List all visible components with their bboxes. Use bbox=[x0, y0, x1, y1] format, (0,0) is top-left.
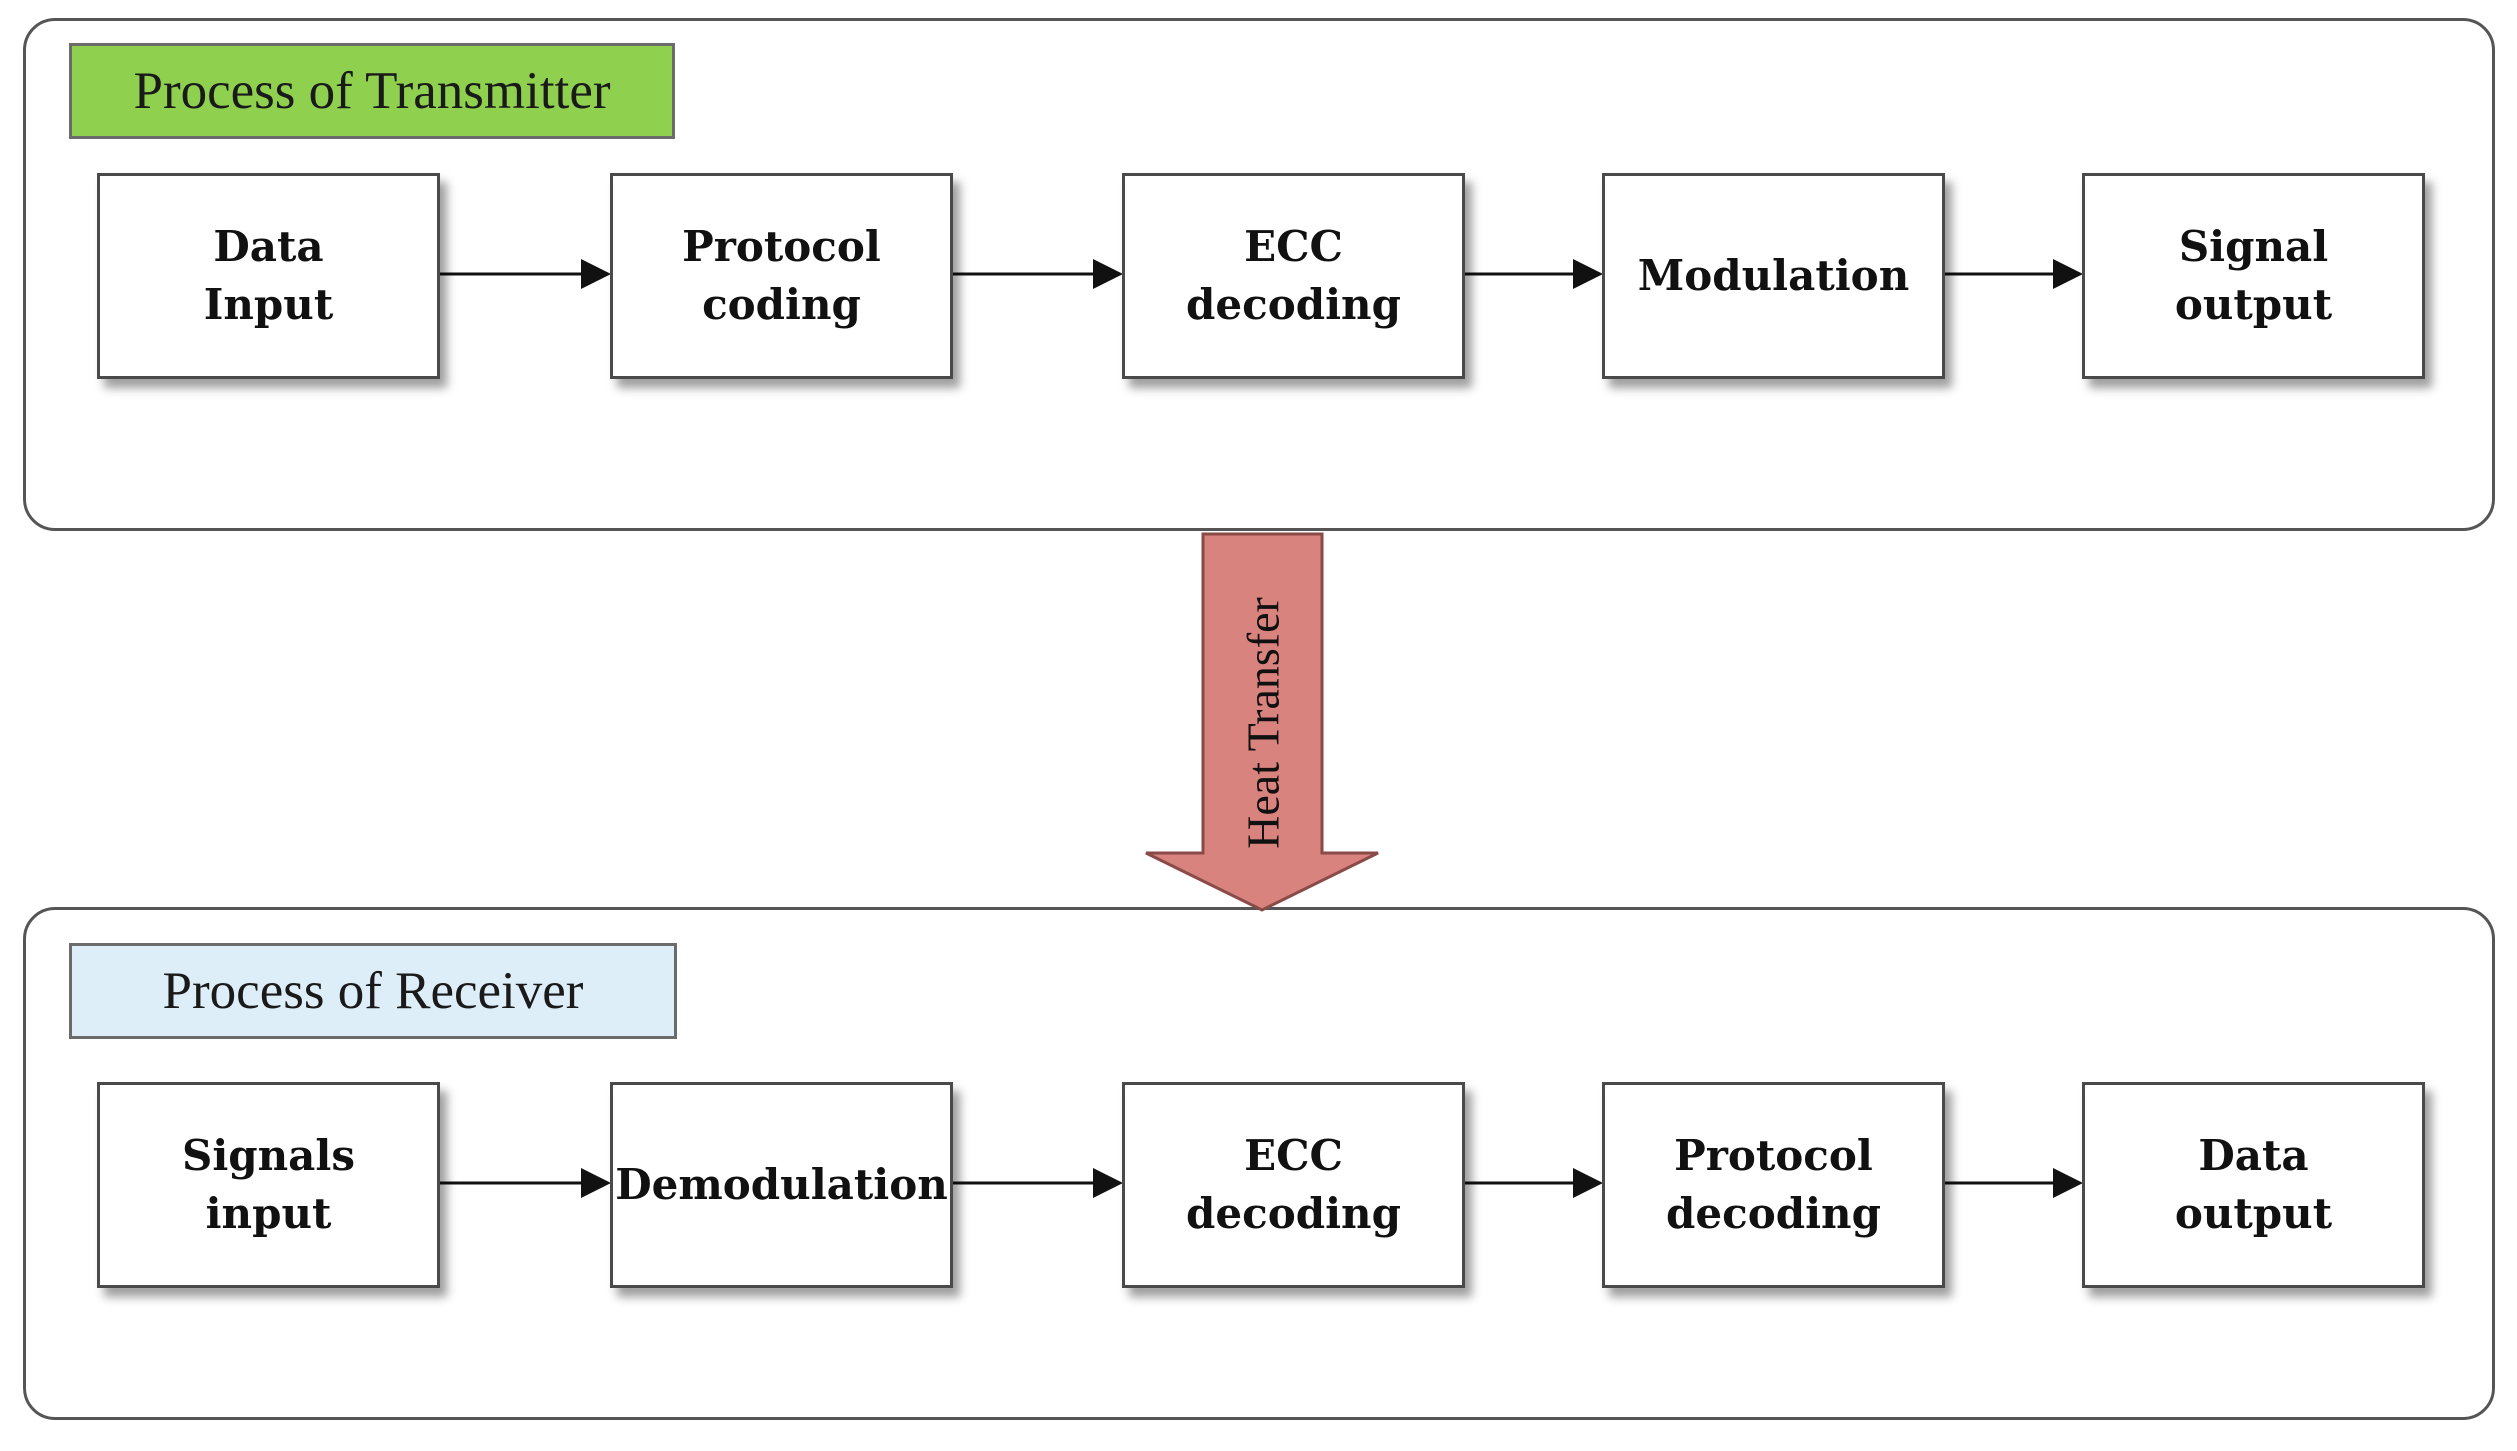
step-label-line: coding bbox=[702, 280, 861, 329]
step-label-line: Data bbox=[2198, 1131, 2309, 1180]
step-label-line: Protocol bbox=[1674, 1131, 1873, 1180]
step-label-line: output bbox=[2174, 1189, 2333, 1238]
transmitter-step-3: ECC decoding bbox=[1122, 173, 1465, 379]
step-label-line: ECC bbox=[1244, 1131, 1343, 1180]
step-label-line: decoding bbox=[1666, 1189, 1881, 1238]
transmitter-step-5: Signal output bbox=[2082, 173, 2425, 379]
receiver-step-4: Protocol decoding bbox=[1602, 1082, 1945, 1288]
transmitter-step-4: Modulation bbox=[1602, 173, 1945, 379]
receiver-step-2: Demodulation bbox=[610, 1082, 953, 1288]
receiver-title: Process of Receiver bbox=[69, 943, 677, 1039]
step-label-line: ECC bbox=[1244, 222, 1343, 271]
step-label-line: Modulation bbox=[1637, 251, 1910, 300]
step-label-line: Input bbox=[203, 280, 334, 329]
step-label-line: Signals bbox=[181, 1131, 355, 1180]
transmitter-title: Process of Transmitter bbox=[69, 43, 675, 139]
step-label-line: decoding bbox=[1186, 280, 1401, 329]
step-label-line: Protocol bbox=[682, 222, 881, 271]
heat-transfer-arrow bbox=[1145, 532, 1379, 912]
receiver-step-3: ECC decoding bbox=[1122, 1082, 1465, 1288]
transmitter-step-2: Protocol coding bbox=[610, 173, 953, 379]
step-label-line: Demodulation bbox=[615, 1160, 948, 1209]
step-label-line: output bbox=[2174, 280, 2333, 329]
receiver-step-1: Signals input bbox=[97, 1082, 440, 1288]
step-label-line: input bbox=[205, 1189, 332, 1238]
step-label-line: Data bbox=[213, 222, 324, 271]
receiver-step-5: Data output bbox=[2082, 1082, 2425, 1288]
step-label-line: Signal bbox=[2178, 222, 2329, 271]
heat-transfer-label: Heat Transfer bbox=[1237, 597, 1289, 849]
step-label-line: decoding bbox=[1186, 1189, 1401, 1238]
